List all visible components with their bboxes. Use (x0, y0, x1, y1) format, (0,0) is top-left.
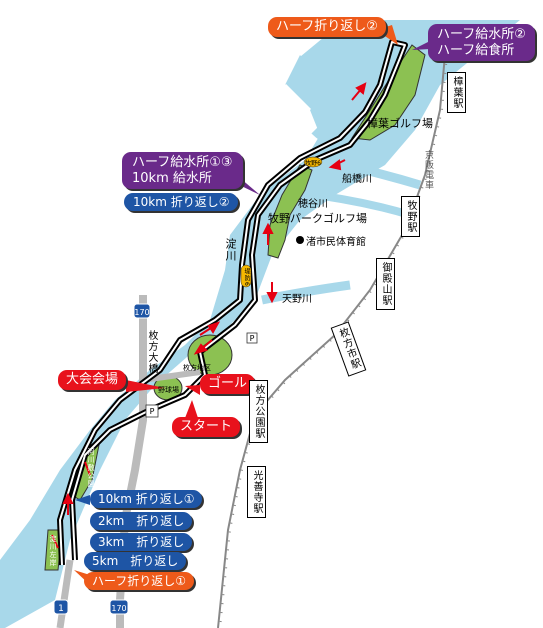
turn5k-label: 5km 折り返し (92, 554, 179, 568)
arrowhead-6 (193, 343, 208, 355)
turn3k-callout: 3km 折り返し (90, 533, 193, 552)
hozuya-river-label: 穂谷川 (298, 199, 328, 210)
arrowhead-8 (62, 492, 74, 504)
station-gotenyama: 御殿山駅 (376, 258, 395, 310)
arrow-9 (51, 534, 59, 549)
goal-callout: ゴール (200, 374, 256, 394)
riverside-park-label: 河川敷公園 (87, 448, 95, 488)
half-water13-line1: ハーフ給水所①③ (132, 155, 233, 170)
funabashi-river-path (319, 155, 422, 190)
yodo-river-label: 淀川 (224, 238, 237, 262)
pointer-main-venue (126, 380, 165, 392)
start-label: スタート (180, 419, 233, 434)
hirakata-park-golf-label: 牧野パークゴルフ場 (268, 212, 367, 225)
gym-dot (296, 236, 304, 244)
arrowhead-2 (328, 159, 342, 171)
half-water2-line1: ハーフ給水所② (437, 27, 526, 42)
turn10k2-label: 10km 折り返し② (133, 195, 230, 209)
gym-label: 渚市民体育館 (306, 237, 366, 248)
pointer-goal (185, 385, 200, 395)
left-bank-green (44, 529, 63, 571)
half-turn1-label: ハーフ折り返し① (92, 574, 187, 588)
half-turn1-callout: ハーフ折り返し① (84, 572, 195, 591)
route170-bottom-text: 170 (111, 604, 126, 613)
tsutsumi-text: 牧野6 (305, 159, 321, 167)
half-turn2-callout: ハーフ折り返し② (268, 17, 386, 37)
station-kozenji: 光善寺駅 (247, 466, 266, 518)
makino-golf-area (267, 164, 313, 259)
course-outer (57, 39, 408, 566)
half-turn2-label: ハーフ折り返し② (276, 19, 378, 34)
hozuya-river-path (299, 189, 412, 219)
hirakata-district-label: 枚方地区 (183, 364, 211, 372)
arrow-7 (84, 461, 91, 476)
levee-road-label: 堤防6 (243, 268, 250, 287)
turn10k1-callout: 10km 折り返し① (90, 490, 203, 509)
keihan-line-label: 京阪電車 (423, 150, 433, 190)
hirakata-bridge-label: 枚方大橋 (146, 330, 157, 374)
station-makino: 牧野駅 (401, 196, 420, 237)
route170-bottom-shield (109, 599, 129, 615)
funabashi-river-label: 船橋川 (342, 174, 372, 185)
course-arrows (51, 82, 367, 549)
main-venue-label: 大会会場 (66, 372, 119, 387)
turn10k1-label: 10km 折り返し① (98, 492, 195, 506)
arrowhead-5 (207, 321, 221, 334)
turn10k2-callout: 10km 折り返し② (124, 193, 239, 212)
parking-marker-2 (145, 404, 159, 418)
arrowhead-1 (355, 82, 367, 95)
half-water13-line2: 10km 給水所 (132, 170, 212, 186)
parking-marker-1 (246, 332, 258, 344)
baseball-label: 野球場 (158, 386, 179, 394)
amano-river-label: 天野川 (282, 294, 312, 305)
route170-top-text: 170 (134, 308, 149, 317)
goal-label: ゴール (208, 376, 248, 391)
pointer-turn10k1 (75, 495, 90, 505)
turn2k-callout: 2km 折り返し (90, 512, 193, 531)
levee-marker (240, 264, 252, 288)
turn3k-label: 3km 折り返し (98, 535, 185, 549)
pointer-start (185, 400, 198, 418)
station-hirakata-koen: 枚方公園駅 (249, 380, 268, 443)
main-venue-callout: 大会会場 (58, 370, 127, 390)
left-levee-label: 淀川左岸 (49, 535, 57, 567)
half-water2-line2: ハーフ給食所 (437, 42, 515, 58)
route1-road (56, 559, 74, 628)
arrowhead-3 (262, 222, 274, 234)
half-water13-callout: ハーフ給水所①③ 10km 給水所 (122, 152, 243, 190)
parking-text-1: P (250, 334, 255, 343)
kuzuha-golf-label: 樟葉ゴルフ場 (367, 117, 433, 130)
route1-shield (53, 599, 69, 615)
tsutsumi-marker (303, 156, 323, 168)
turn5k-callout: 5km 折り返し (84, 552, 187, 571)
turn2k-label: 2km 折り返し (98, 514, 185, 528)
start-callout: スタート (172, 417, 241, 437)
route170-top-shield (133, 303, 151, 319)
station-kuzuha: 樟葉駅 (447, 72, 466, 113)
half-water2-callout: ハーフ給水所② ハーフ給食所 (428, 24, 535, 62)
parking-text-2: P (150, 407, 155, 416)
route1-text: 1 (58, 604, 64, 614)
arrowhead-4 (266, 292, 278, 304)
yodo-river (0, 20, 520, 628)
